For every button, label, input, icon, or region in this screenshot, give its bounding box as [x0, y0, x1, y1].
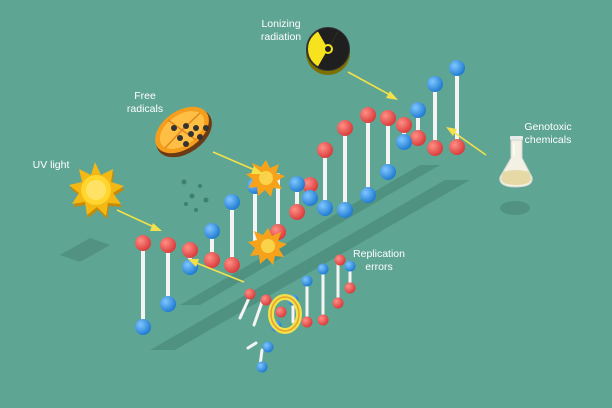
sun-icon — [69, 162, 125, 219]
dna-helix — [135, 60, 465, 335]
free-radicals-label: Free radicals — [126, 90, 164, 115]
replication-errors-label: Replication errors — [353, 248, 405, 273]
ionizing-radiation-label: Lonizing radiation — [260, 18, 302, 43]
genotoxic-chemicals-label: Genotoxic chemicals — [524, 121, 572, 146]
dna-bases-red — [135, 107, 465, 273]
replication-ring — [268, 294, 302, 334]
flask-icon — [499, 136, 533, 188]
arrows — [116, 71, 487, 283]
burst-icon — [248, 228, 287, 265]
smoke-dots — [181, 179, 209, 212]
free-radical-icon — [155, 106, 212, 158]
replication-strand — [238, 254, 356, 373]
radiation-icon — [306, 27, 350, 75]
uv-light-label: UV light — [32, 159, 70, 171]
floor-shadows — [60, 165, 530, 350]
dna-bases-blue — [135, 60, 465, 335]
